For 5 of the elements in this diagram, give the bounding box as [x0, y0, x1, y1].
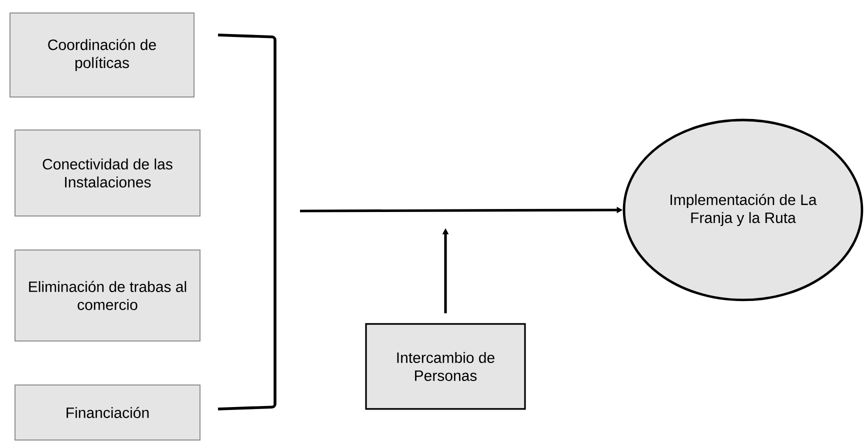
process-box: Eliminación de trabas al comercio	[14, 250, 200, 342]
process-box: Intercambio de Personas	[365, 323, 526, 410]
process-box: Coordinación de políticas	[10, 12, 194, 98]
process-box: Financiación	[14, 384, 200, 440]
process-box: Conectividad de las Instalaciones	[14, 130, 200, 216]
